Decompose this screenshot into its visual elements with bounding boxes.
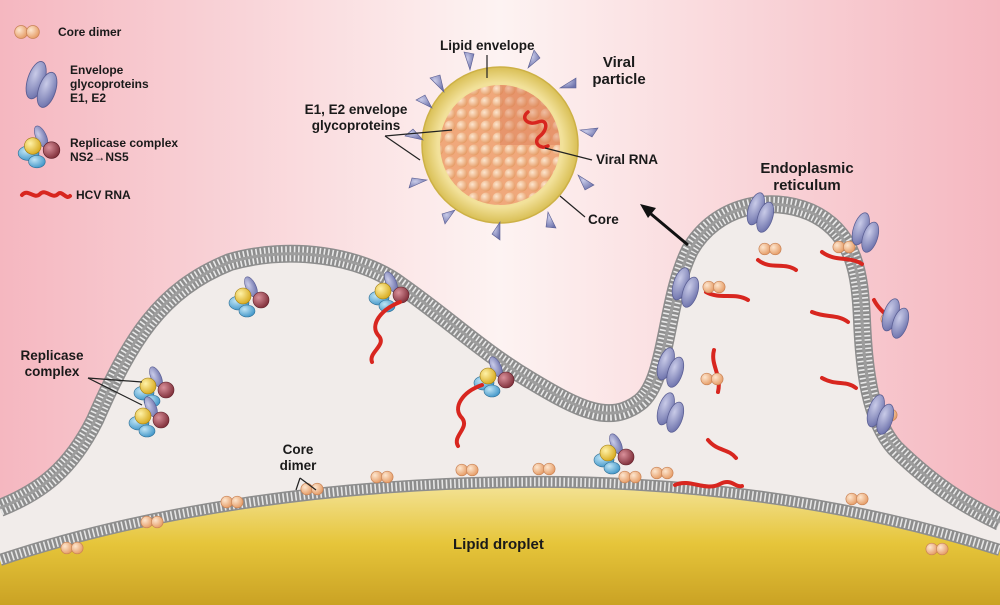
er-line1: Endoplasmic [760,160,854,177]
e1e2-line1: E1, E2 envelope [304,102,408,117]
core-dimer-label: Core dimer [268,442,328,473]
legend-replicase-label: Replicase complex NS2→NS5 [70,136,179,165]
viral-particle-line2: particle [592,71,646,89]
core-label: Core [588,212,619,227]
er-line2: reticulum [773,177,841,195]
core-dimer-line1: Core [282,442,314,457]
lipid-envelope-label: Lipid envelope [440,38,535,53]
legend-icons [14,25,72,199]
leader-lines [87,55,593,491]
lipid-droplet-label: Lipid droplet [453,536,544,553]
legend-replicase-line1: Replicase complex [70,136,179,150]
er-label: Endoplasmic reticulum [752,160,862,195]
core-dimer-line2: dimer [279,457,317,473]
legend-hcv-rna-label: HCV RNA [76,188,131,202]
exit-arrow [640,204,689,247]
e1e2-line2: glycoproteins [311,117,401,133]
legend-envelope-line3: E1, E2 [70,90,107,105]
legend-rna-icon [20,190,72,199]
legend-envelope-line2: glycoproteins [70,76,149,91]
viral-particle-label: Viral particle [584,54,654,89]
replicase-complex-line2: complex [24,363,80,379]
e1e2-label: E1, E2 envelope glycoproteins [296,102,416,133]
viral-rna-label: Viral RNA [596,152,659,167]
replicase-complex-label: Replicase complex [12,348,92,379]
er-rna-strands [369,250,902,489]
legend-envelope-line1: Envelope [70,63,124,77]
legend-core-dimer-label: Core dimer [58,25,122,39]
replicase-complex-line1: Replicase [20,348,84,363]
viral-particle-line1: Viral [602,54,636,71]
viral-particle [404,49,599,241]
legend-envelope-label: Envelope glycoproteins E1, E2 [70,63,149,105]
legend-replicase-line2: NS2→NS5 [70,149,129,164]
